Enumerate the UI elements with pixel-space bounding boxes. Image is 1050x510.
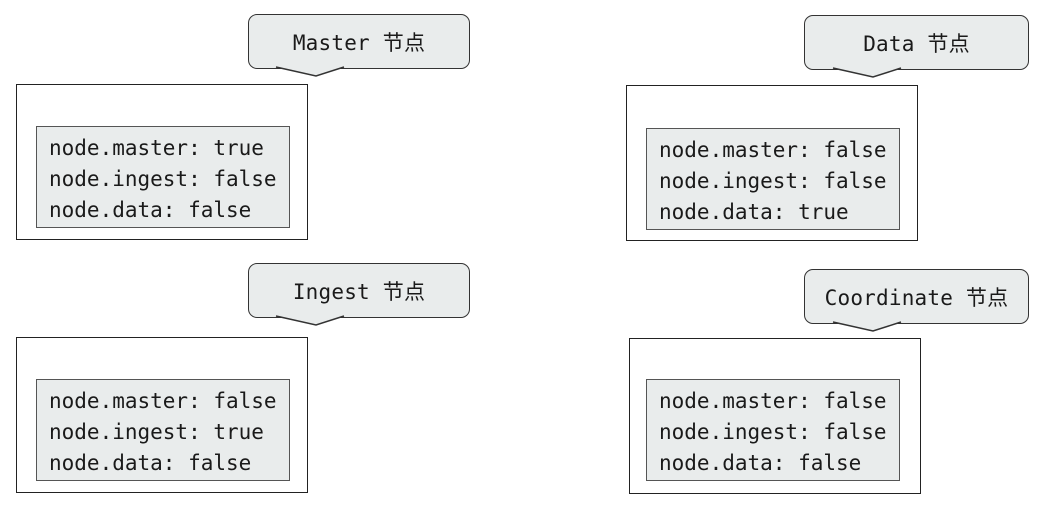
coordinate-node-callout-tail — [832, 321, 902, 332]
config-line: node.master: true — [49, 136, 264, 160]
master-node-config: node.master: true node.ingest: false nod… — [36, 126, 290, 228]
data-node-label: Data 节点 — [863, 31, 970, 56]
coordinate-node-config: node.master: false node.ingest: false no… — [646, 379, 900, 481]
config-line: node.master: false — [659, 389, 887, 413]
config-line: node.data: true — [659, 200, 849, 224]
config-line: node.data: false — [49, 198, 252, 222]
ingest-node-config: node.master: false node.ingest: true nod… — [36, 379, 290, 481]
master-node-callout: Master 节点 — [248, 14, 470, 69]
ingest-node-callout-tail — [275, 315, 345, 326]
data-node-config: node.master: false node.ingest: false no… — [646, 128, 900, 230]
coordinate-node-label: Coordinate 节点 — [824, 285, 1009, 310]
master-node-callout-tail — [275, 66, 345, 77]
config-line: node.master: false — [659, 138, 887, 162]
config-line: node.data: false — [659, 451, 862, 475]
config-line: node.data: false — [49, 451, 252, 475]
data-node-callout-tail — [832, 67, 902, 78]
config-line: node.ingest: true — [49, 420, 264, 444]
config-line: node.ingest: false — [49, 167, 277, 191]
ingest-node-callout: Ingest 节点 — [248, 263, 470, 318]
coordinate-node-callout: Coordinate 节点 — [804, 269, 1029, 324]
master-node-label: Master 节点 — [292, 30, 426, 55]
ingest-node-label: Ingest 节点 — [292, 279, 426, 304]
config-line: node.master: false — [49, 389, 277, 413]
config-line: node.ingest: false — [659, 420, 887, 444]
config-line: node.ingest: false — [659, 169, 887, 193]
data-node-callout: Data 节点 — [804, 15, 1029, 70]
